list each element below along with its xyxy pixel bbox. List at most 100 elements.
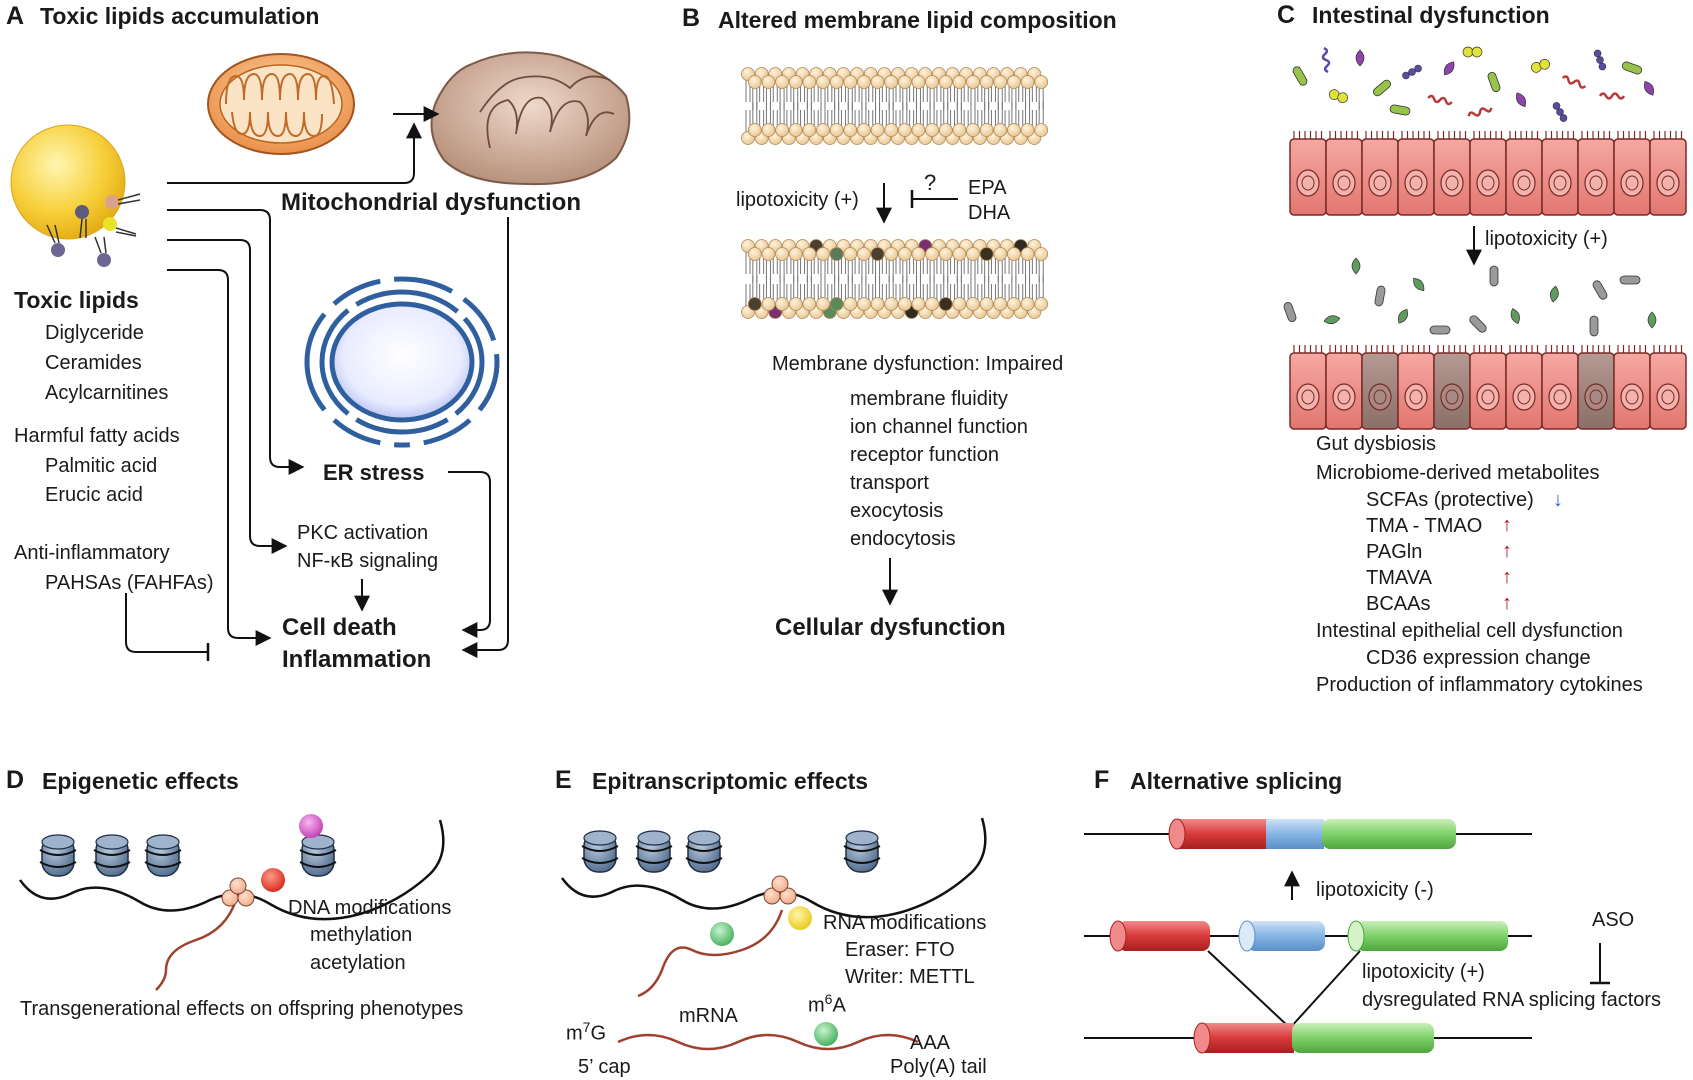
epa-label: EPA: [968, 177, 1007, 199]
toxic-lipid-item: Ceramides: [45, 352, 142, 374]
inhibit-epa-dha: [910, 190, 958, 208]
panel-e-letter: E: [555, 766, 572, 794]
mrna-strand: [617, 1033, 919, 1051]
metabolites-heading: Microbiome-derived metabolites: [1316, 462, 1600, 484]
five-prime-cap-label: 5’ cap: [578, 1056, 631, 1078]
dna-modification-red-ball: [261, 868, 285, 892]
anti-inflammatory-heading: Anti-inflammatory: [14, 542, 170, 564]
epithelium-damaged: [1289, 345, 1687, 430]
pre-mrna-exons: [1109, 920, 1508, 952]
membrane-item: ion channel function: [850, 416, 1028, 438]
anti-inflammatory-item: PAHSAs (FAHFAs): [45, 572, 214, 594]
transgenerational-label: Transgenerational effects on offspring p…: [20, 998, 464, 1020]
pkc-activation-label: PKC activation: [297, 522, 429, 544]
panel-c-graphics: [1283, 46, 1687, 430]
panel-c-letter: C: [1277, 1, 1296, 29]
toxic-lipid-molecules: [46, 193, 141, 267]
membrane-bilayer-normal: [741, 67, 1049, 145]
lipid-droplet: [10, 124, 126, 240]
inflammatory-cytokines-label: Production of inflammatory cytokines: [1316, 674, 1643, 696]
rna-strand-e: [637, 909, 784, 998]
m6a-label: m6A: [808, 991, 846, 1017]
mito-dysfunction-label: Mitochondrial dysfunction: [281, 189, 581, 216]
inflammation-label: Inflammation: [282, 646, 432, 673]
membrane-dysfunction-heading: Membrane dysfunction: Impaired: [772, 353, 1064, 375]
metabolite-direction-arrow: ↑: [1502, 592, 1512, 614]
healthy-microbiota: [1292, 46, 1654, 122]
healthy-mitochondrion: [207, 53, 355, 155]
nfkb-signaling-label: NF-κB signaling: [297, 550, 439, 572]
damaged-mitochondrion: [430, 51, 631, 186]
splice-lines: [1207, 950, 1361, 1030]
mature-transcript-bottom: [1193, 1022, 1434, 1054]
panel-b-title: Altered membrane lipid composition: [718, 7, 1117, 33]
inhibit-pahsas: [125, 593, 208, 653]
endoplasmic-reticulum: [304, 276, 500, 448]
eraser-label: Eraser: FTO: [845, 939, 955, 961]
arrow-droplet-to-er: [167, 209, 305, 475]
m7g-label: m7G: [566, 1019, 607, 1045]
polya-tail-label: Poly(A) tail: [890, 1056, 987, 1078]
panel-c-title: Intestinal dysfunction: [1312, 2, 1550, 28]
toxic-lipids-heading: Toxic lipids: [14, 287, 139, 313]
writer-label: Writer: METTL: [845, 966, 975, 988]
panel-d-title: Epigenetic effects: [42, 768, 239, 794]
panel-a-graphics: [10, 51, 631, 661]
metabolite-name: TMA - TMAO: [1366, 515, 1483, 537]
rna-modification-green-ball: [710, 922, 734, 946]
splicing-factors-label: dysregulated RNA splicing factors: [1362, 989, 1662, 1011]
nucleosomes-e: [581, 830, 881, 873]
metabolite-direction-arrow: ↑: [1502, 566, 1512, 588]
m6a-ball: [814, 1022, 838, 1046]
metabolite-name: TMAVA: [1366, 567, 1432, 589]
harmful-fatty-acids-heading: Harmful fatty acids: [14, 425, 180, 447]
histone-octamer-e: [763, 875, 797, 905]
toxic-lipid-item: Diglyceride: [45, 322, 144, 344]
panel-e-title: Epitranscriptomic effects: [592, 768, 869, 794]
epithelial-dysfunction-label: Intestinal epithelial cell dysfunction: [1316, 620, 1623, 642]
lipotoxicity-label-b: lipotoxicity (+): [736, 189, 859, 211]
histone-octamer-d: [221, 877, 255, 907]
inhibit-aso: [1590, 943, 1610, 985]
mrna-label: mRNA: [679, 1005, 738, 1027]
arrow-droplet-to-cell-death: [167, 269, 272, 646]
er-stress-label: ER stress: [323, 460, 425, 485]
harmful-fatty-acid-item: Erucic acid: [45, 484, 143, 506]
methylation-label: methylation: [310, 924, 413, 946]
panel-e-graphics: [560, 817, 987, 1051]
arrow-mito-to-inflammation: [461, 217, 509, 658]
cell-death-label: Cell death: [282, 614, 397, 641]
question-mark: ?: [924, 170, 937, 195]
panel-f-letter: F: [1094, 766, 1110, 794]
lipotoxicity-plus-label: lipotoxicity (+): [1362, 961, 1485, 983]
membrane-item: endocytosis: [850, 528, 956, 550]
polya-aaa-label: AAA: [910, 1032, 951, 1054]
dna-modification-pink-ball: [299, 814, 323, 838]
mature-transcript-top: [1168, 818, 1456, 850]
membrane-item: receptor function: [850, 444, 999, 466]
lipotoxicity-minus-label: lipotoxicity (-): [1316, 879, 1434, 901]
dha-label: DHA: [968, 202, 1011, 224]
panel-d-graphics: [18, 814, 445, 991]
nucleosomes-d: [39, 834, 337, 877]
acetylation-label: acetylation: [310, 952, 406, 974]
panel-b-letter: B: [682, 4, 701, 32]
panel-a-letter: A: [6, 2, 25, 30]
membrane-bilayer-altered: [741, 239, 1049, 319]
epithelium-healthy: [1289, 131, 1687, 216]
metabolite-direction-arrow: ↓: [1553, 489, 1563, 511]
panel-d-letter: D: [6, 766, 25, 794]
lipotoxicity-label-c: lipotoxicity (+): [1485, 228, 1608, 250]
cd36-label: CD36 expression change: [1366, 647, 1591, 669]
rna-modification-yellow-ball: [788, 906, 812, 930]
membrane-item: exocytosis: [850, 500, 944, 522]
dna-modifications-label: DNA modifications: [288, 897, 452, 919]
membrane-item: membrane fluidity: [850, 388, 1008, 410]
arrow-droplet-to-mito: [167, 122, 422, 184]
histone-tail-d: [155, 899, 238, 991]
membrane-item: transport: [850, 472, 929, 494]
metabolite-direction-arrow: ↑: [1502, 514, 1512, 536]
panel-a-title: Toxic lipids accumulation: [40, 3, 320, 29]
aso-label: ASO: [1592, 909, 1635, 931]
